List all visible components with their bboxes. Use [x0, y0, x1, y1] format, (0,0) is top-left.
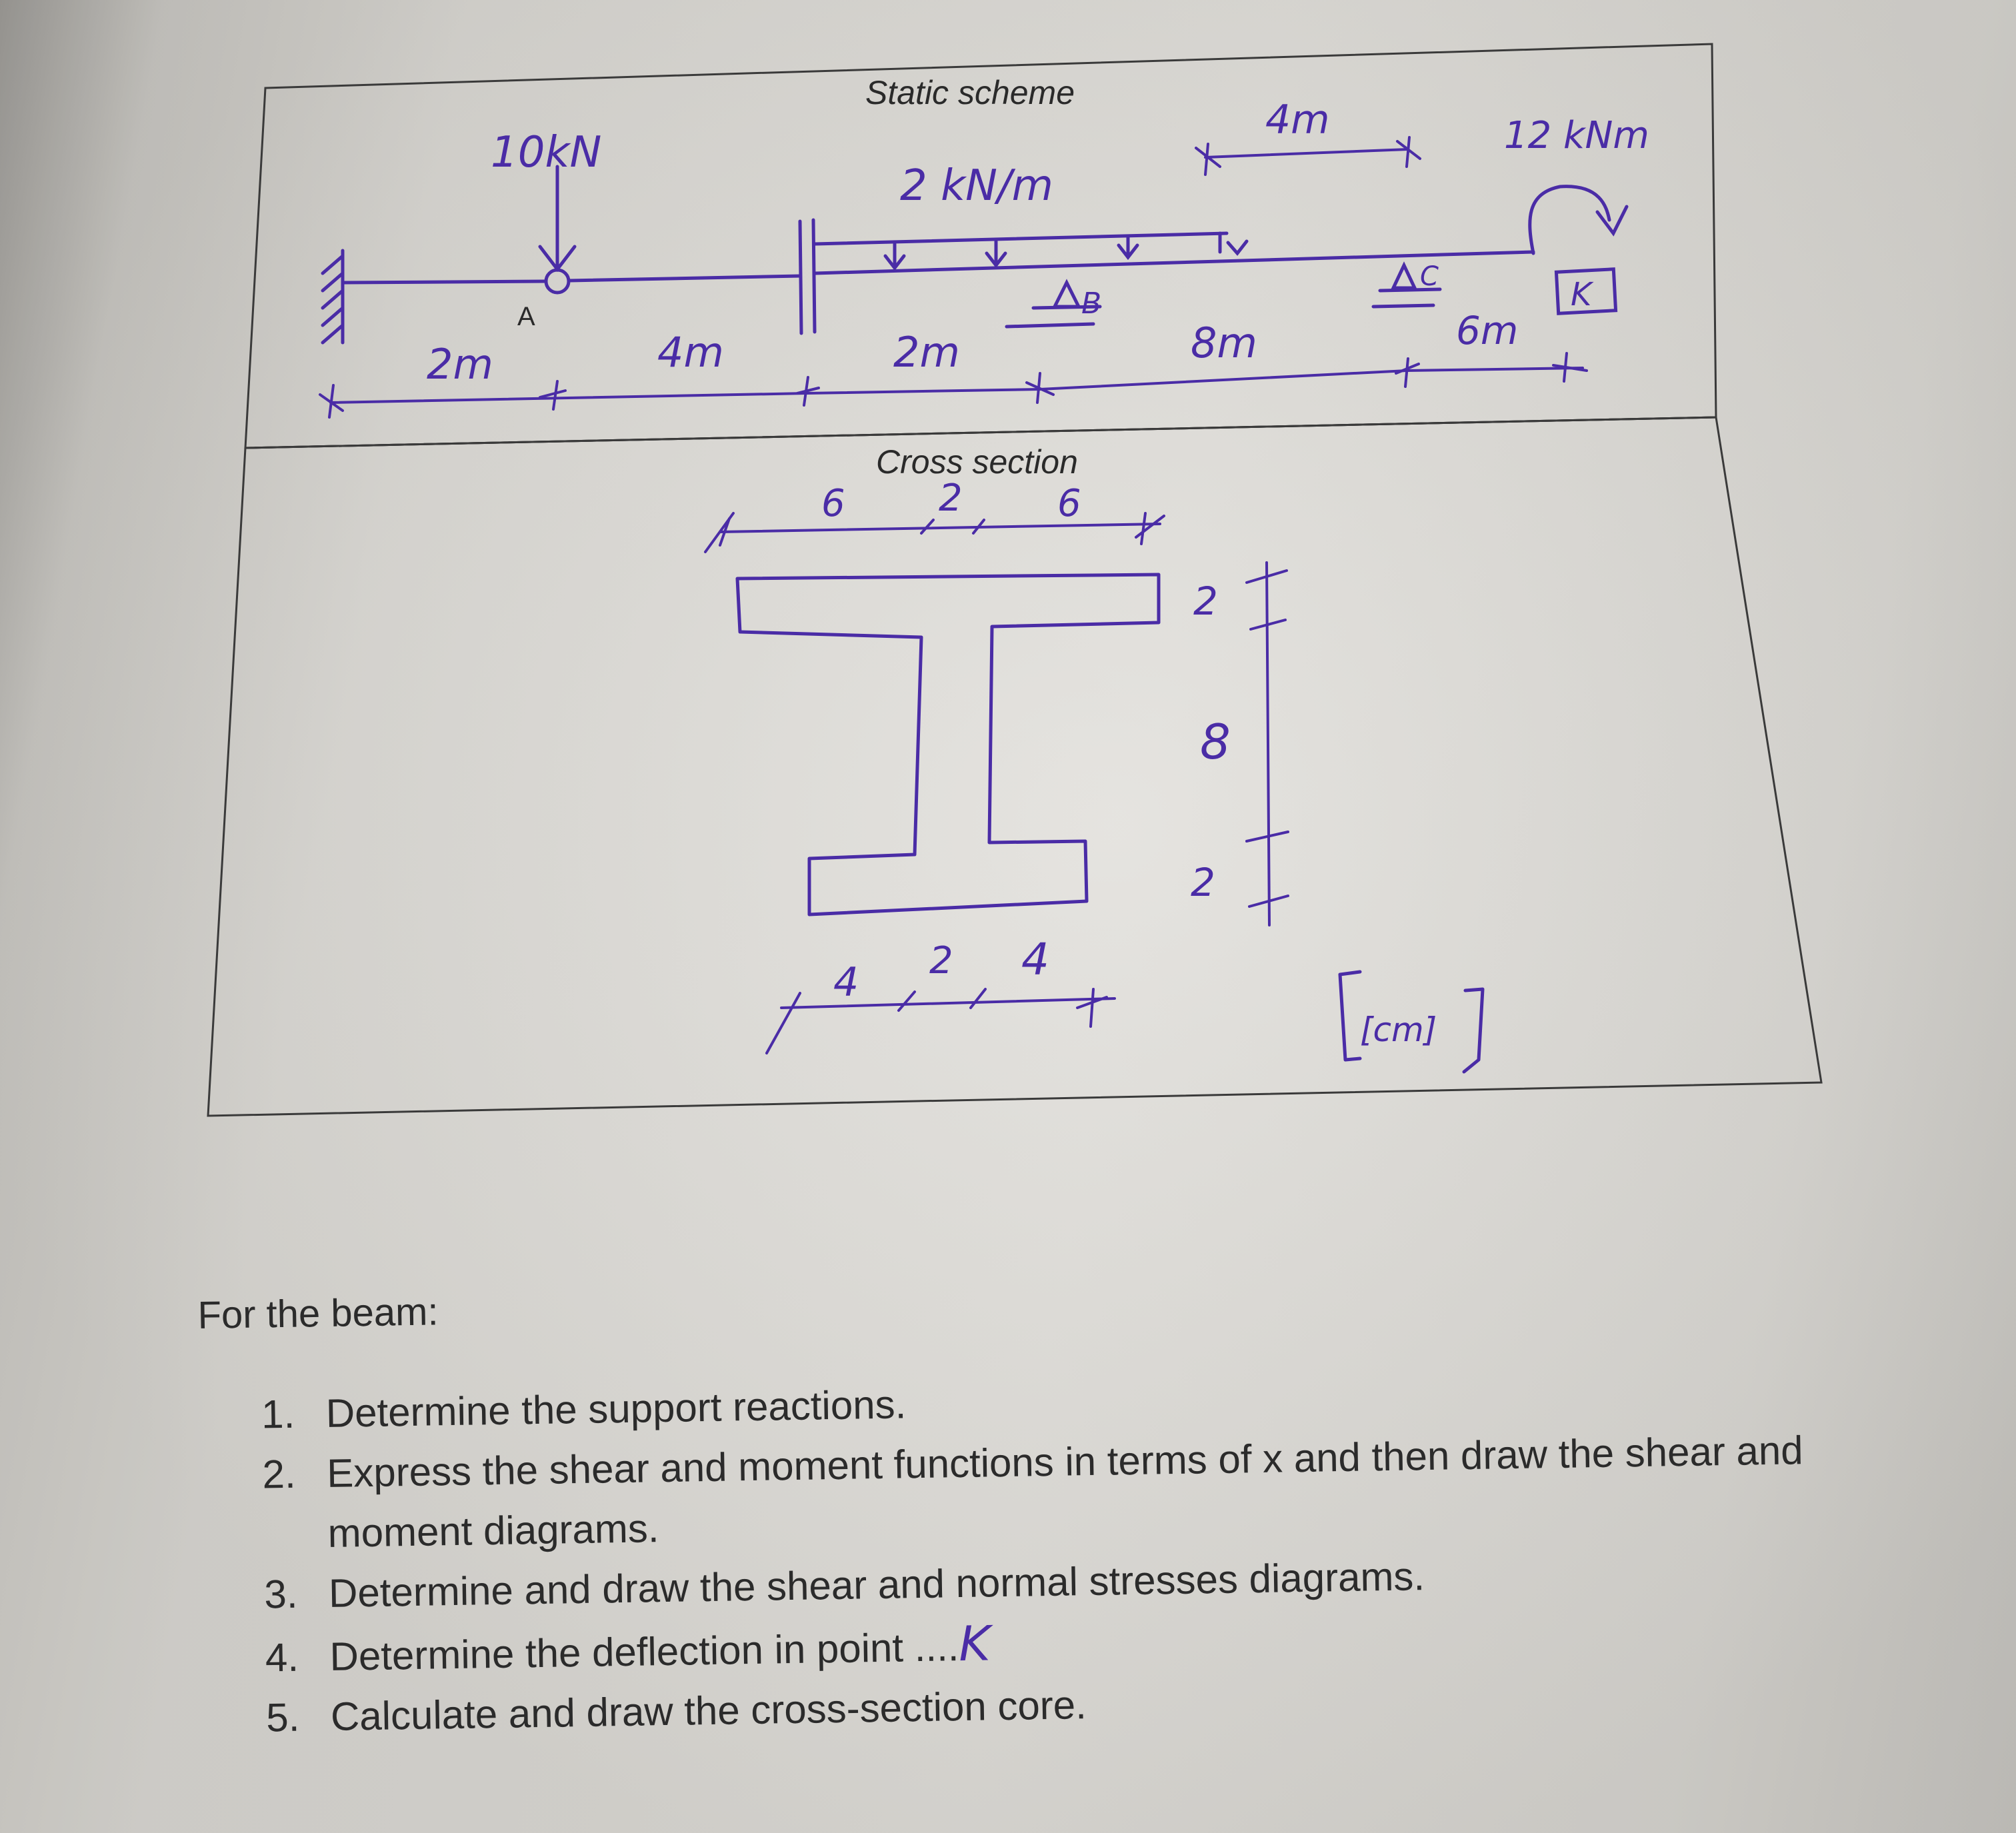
support-b-label: B	[1081, 287, 1101, 321]
point-k-label: K	[1571, 276, 1594, 313]
bottom-dim-2: 2	[929, 939, 953, 982]
top-dimension-label: 4m	[1265, 97, 1330, 143]
point-load-arrow-icon	[538, 165, 577, 273]
cross-section-drawing	[704, 512, 1485, 1074]
top-dimension-lines	[704, 512, 1165, 553]
dimension-label-4: 8m	[1191, 319, 1257, 367]
support-c-icon	[1371, 261, 1442, 309]
unit-label: [cm]	[1360, 1010, 1437, 1049]
bottom-dim-3: 4	[1021, 934, 1049, 985]
height-dim-3: 2	[1191, 860, 1215, 905]
hinge-a-icon	[544, 268, 571, 295]
dimension-label-5: 6m	[1456, 308, 1518, 353]
figure-svg: Static scheme Cross section	[207, 43, 1823, 1117]
point-k-box-icon	[1554, 267, 1618, 315]
unit-bracket-icon	[1338, 970, 1485, 1074]
top-dim-3: 6	[1057, 482, 1081, 525]
double-line-joint-icon	[798, 218, 817, 335]
task-item-4-handwritten-k: K	[958, 1615, 991, 1672]
static-scheme-title: Static scheme	[865, 74, 1075, 111]
dimension-label-3: 2m	[893, 328, 960, 377]
beam-segment-1	[341, 279, 547, 285]
height-dim-1: 2	[1193, 579, 1218, 624]
dimension-lines	[319, 136, 1588, 419]
moment-label: 12 kNm	[1504, 114, 1649, 157]
bottom-dim-1: 4	[833, 959, 859, 1006]
distributed-load-label: 2 kN/m	[900, 161, 1053, 211]
dimension-label-1: 2m	[427, 340, 493, 389]
beam-segment-3	[813, 231, 1229, 246]
i-section-outline	[735, 573, 1161, 916]
support-b-icon	[1005, 279, 1102, 329]
height-dim-2: 8	[1200, 714, 1231, 770]
top-dim-1: 6	[821, 482, 845, 525]
top-dim-2: 2	[939, 477, 963, 520]
task-list: Determine the support reactions. Express…	[199, 1359, 1911, 1749]
cross-section-title: Cross section	[876, 443, 1078, 481]
distributed-load-arrows-icon	[883, 231, 1249, 271]
dimension-label-2: 4m	[657, 328, 724, 377]
fixed-support-icon	[321, 249, 345, 345]
task-list-section: For the beam: Determine the support reac…	[197, 1266, 1911, 1749]
bottom-dimension-lines	[765, 988, 1116, 1054]
beam-segment-2	[567, 274, 802, 283]
cross-section-frame	[207, 416, 1823, 1117]
task-intro: For the beam:	[197, 1290, 439, 1337]
moment-arrow-icon	[1528, 185, 1629, 255]
task-item-4-text: Determine the deflection in point ....	[329, 1624, 959, 1679]
hinge-a-label: A	[517, 302, 535, 331]
point-load-label: 10kN	[491, 128, 601, 177]
support-c-label: C	[1420, 261, 1439, 292]
height-dimension-lines	[1245, 561, 1289, 926]
beam-segment-4	[813, 250, 1535, 275]
beam-drawing	[319, 136, 1629, 419]
